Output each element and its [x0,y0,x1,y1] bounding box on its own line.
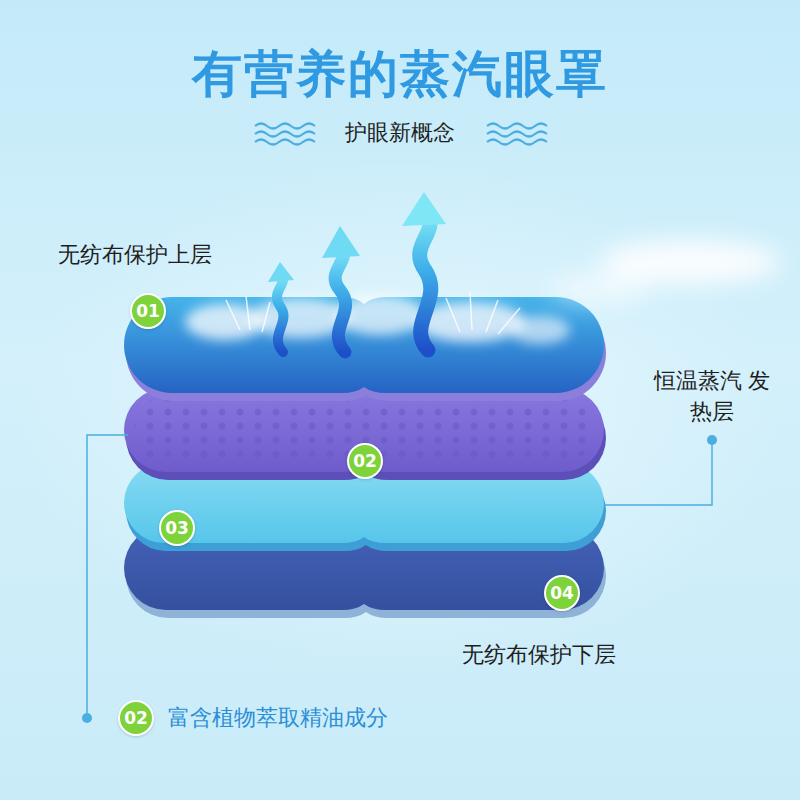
layer-label: 无纺布保护上层 [58,240,278,271]
callout-number: 03 [165,520,189,537]
callout-number: 04 [550,585,574,602]
layer-label-wrap: 恒温蒸汽 发热层 [650,366,774,428]
steam-arrow [268,192,446,352]
layer-label-wrap: 无纺布保护上层 [58,240,278,271]
callout-circle: 04 [544,575,580,611]
callout-number: 01 [136,303,160,320]
feature-note: 富含植物萃取精油成分 [168,703,488,734]
subtitle: 护眼新概念 [310,118,490,149]
steam-streaks [226,292,520,334]
leader-line [87,435,712,713]
steam-haze [550,240,780,302]
mask-layers [124,297,606,618]
leader-dot [82,713,92,723]
layer-label: 无纺布保护下层 [462,640,692,671]
background-glow [20,160,780,680]
subtitle-wrap: 护眼新概念 [310,118,490,149]
callout-number: 02 [353,453,377,470]
steam-cloud [185,295,570,344]
layer-label-wrap: 无纺布保护下层 [462,640,692,671]
title-block: 有营养的蒸汽眼罩 [0,42,800,106]
callout-circle: 02 [118,700,154,736]
callout-circle: 01 [130,293,166,329]
callout-circle: 02 [347,443,383,479]
page-title: 有营养的蒸汽眼罩 [0,42,800,106]
callout-number: 02 [124,710,148,727]
callout-circle: 03 [159,510,195,546]
layer-label: 恒温蒸汽 发热层 [650,366,774,428]
feature-note-wrap: 富含植物萃取精油成分 [168,703,488,734]
leader-dot [707,435,717,445]
